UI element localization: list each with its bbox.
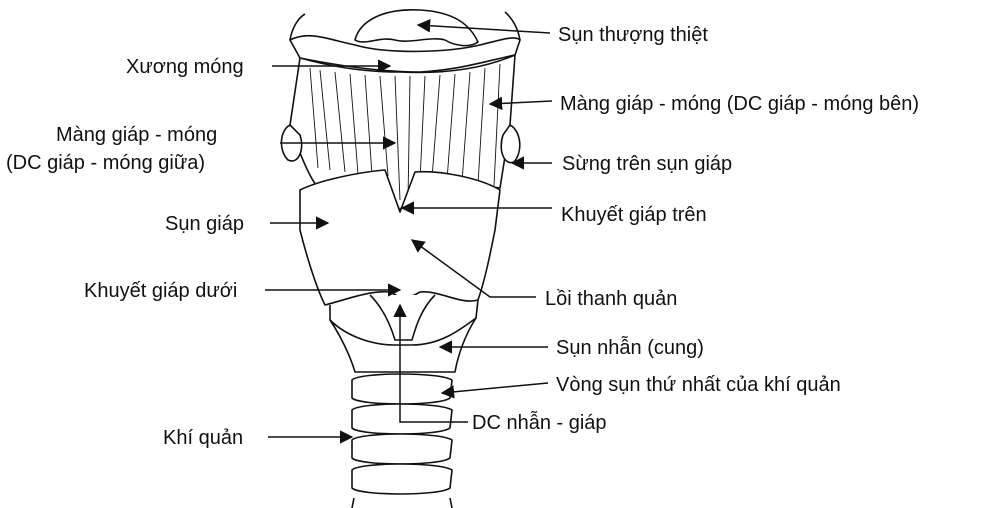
label-superior-notch: Khuyết giáp trên	[561, 203, 707, 227]
label-cricothyroid-ligament: DC nhẫn - giáp	[472, 411, 607, 435]
label-trachea: Khí quản	[163, 426, 243, 450]
trachea	[352, 374, 452, 508]
label-median-thyrohyoid-line2: (DC giáp - móng giữa)	[6, 151, 205, 175]
label-epiglottis: Sụn thượng thiệt	[558, 23, 708, 47]
label-first-tracheal-ring: Vòng sụn thứ nhất của khí quản	[556, 373, 841, 397]
label-laryngeal-prominence: Lồi thanh quản	[545, 287, 677, 311]
label-inferior-notch: Khuyết giáp dưới	[84, 279, 237, 303]
cricothyroid-ligament	[370, 295, 435, 340]
label-lateral-thyrohyoid: Màng giáp - móng (DC giáp - móng bên)	[560, 92, 919, 116]
label-superior-horn: Sừng trên sụn giáp	[562, 152, 732, 176]
label-thyroid-cartilage: Sụn giáp	[165, 212, 244, 236]
label-cricoid-arch: Sụn nhẫn (cung)	[556, 336, 704, 360]
label-hyoid-bone: Xương móng	[126, 55, 244, 79]
label-median-thyrohyoid-line1: Màng giáp - móng	[56, 123, 217, 147]
